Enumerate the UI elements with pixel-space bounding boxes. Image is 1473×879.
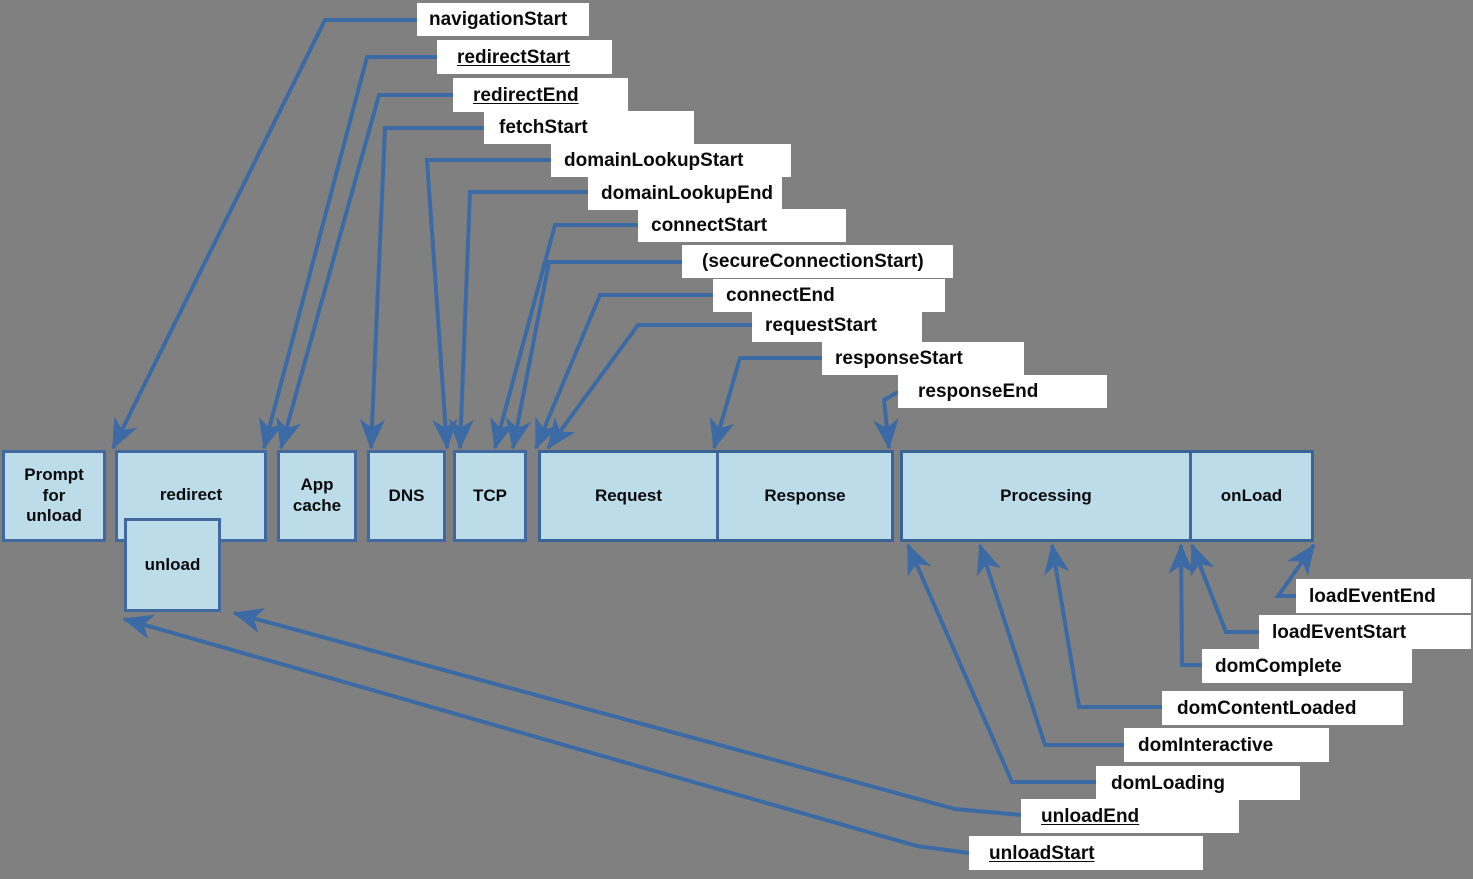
phase-group-processing-onload: Processing onLoad	[900, 450, 1314, 542]
label-unloadStart-text: unloadStart	[989, 842, 1095, 864]
label-responseStart-text: responseStart	[835, 348, 963, 369]
label-connectStart[interactable]: connectStart	[638, 209, 846, 242]
label-responseEnd[interactable]: responseEnd	[898, 375, 1107, 408]
phase-redirect-label: redirect	[159, 485, 223, 504]
connector-connectStart	[490, 223, 638, 450]
label-domInteractive[interactable]: domInteractive	[1124, 728, 1329, 762]
phase-tcp-label: TCP	[473, 485, 507, 505]
connector-fetchStart	[359, 126, 484, 450]
label-navigationStart-text: navigationStart	[429, 9, 568, 30]
connector-group-top	[111, 18, 899, 450]
phase-app-cache-line1: App	[300, 475, 334, 495]
label-unloadEnd[interactable]: unloadEnd	[1021, 799, 1239, 833]
label-domainLookupStart-text: domainLookupStart	[564, 150, 744, 171]
connector-requestStart	[546, 323, 752, 450]
connector-unloadStart	[122, 614, 970, 855]
connector-domInteractive	[976, 543, 1124, 747]
label-fetchStart[interactable]: fetchStart	[484, 111, 694, 144]
label-connectEnd[interactable]: connectEnd	[713, 279, 945, 312]
connector-loadEventStart	[1190, 543, 1259, 634]
connector-responseStart	[709, 356, 822, 450]
label-fetchStart-text: fetchStart	[499, 117, 588, 138]
connector-connectEnd	[534, 293, 713, 450]
label-secureConnectionStart-text: (secureConnectionStart)	[702, 251, 924, 272]
phase-group-request-response: Request Response	[538, 450, 894, 542]
phase-response-label: Response	[764, 485, 846, 505]
label-responseEnd-text: responseEnd	[918, 381, 1039, 402]
label-domainLookupEnd-text: domainLookupEnd	[601, 183, 774, 204]
label-secureConnectionStart[interactable]: (secureConnectionStart)	[682, 245, 953, 278]
label-connectEnd-text: connectEnd	[726, 285, 835, 306]
phase-request-label: Request	[594, 485, 663, 505]
connector-responseEnd	[873, 390, 899, 450]
phase-prompt-for-unload-line1: Prompt	[24, 464, 84, 484]
label-domainLookupStart[interactable]: domainLookupStart	[551, 144, 791, 177]
label-domLoading-text: domLoading	[1111, 772, 1225, 794]
label-loadEventEnd[interactable]: loadEventEnd	[1296, 579, 1471, 613]
label-domComplete-text: domComplete	[1215, 655, 1342, 677]
connector-domainLookupStart	[424, 158, 551, 450]
label-redirectStart[interactable]: redirectStart	[437, 40, 612, 74]
phase-tcp[interactable]: TCP	[453, 450, 527, 542]
phase-response[interactable]: Response	[719, 453, 891, 539]
phase-prompt-for-unload-line2: for	[42, 485, 66, 505]
connector-secureConnectionStart	[505, 260, 682, 450]
label-domComplete[interactable]: domComplete	[1202, 649, 1412, 683]
phase-unload[interactable]: unload	[124, 518, 221, 612]
phase-processing[interactable]: Processing	[903, 453, 1189, 539]
label-loadEventEnd-text: loadEventEnd	[1309, 585, 1436, 607]
phase-unload-label: unload	[144, 555, 201, 574]
label-redirectEnd-text: redirectEnd	[473, 84, 579, 106]
label-loadEventStart[interactable]: loadEventStart	[1259, 615, 1471, 649]
label-unloadStart[interactable]: unloadStart	[969, 836, 1203, 870]
connector-redirectEnd	[276, 93, 453, 450]
divider-request-response	[716, 453, 719, 539]
label-domLoading[interactable]: domLoading	[1096, 766, 1300, 800]
phase-app-cache[interactable]: App cache	[277, 450, 357, 542]
phase-onload[interactable]: onLoad	[1192, 453, 1311, 539]
label-domContentLoaded[interactable]: domContentLoaded	[1162, 691, 1403, 725]
label-responseStart[interactable]: responseStart	[822, 342, 1024, 375]
divider-processing-onload	[1189, 453, 1192, 539]
connector-domLoading	[906, 543, 1096, 784]
phase-prompt-for-unload-line3: unload	[26, 506, 82, 526]
connector-group-bottom	[122, 543, 1316, 855]
phase-dns-label: DNS	[388, 485, 425, 505]
connector-domComplete	[1168, 543, 1202, 667]
connector-domContentLoaded	[1044, 543, 1162, 709]
connector-loadEventEnd	[1274, 543, 1316, 598]
phase-app-cache-line2: cache	[292, 496, 342, 515]
connector-unloadEnd	[232, 608, 1022, 817]
label-redirectEnd[interactable]: redirectEnd	[453, 78, 628, 112]
label-connectStart-text: connectStart	[651, 215, 768, 236]
label-unloadEnd-text: unloadEnd	[1041, 805, 1140, 827]
connector-navigationStart	[111, 18, 417, 450]
label-loadEventStart-text: loadEventStart	[1272, 621, 1407, 643]
label-navigationStart[interactable]: navigationStart	[417, 3, 589, 36]
label-domainLookupEnd[interactable]: domainLookupEnd	[588, 177, 782, 210]
phase-dns[interactable]: DNS	[367, 450, 446, 542]
phase-processing-label: Processing	[1000, 485, 1092, 505]
label-domContentLoaded-text: domContentLoaded	[1177, 697, 1357, 719]
label-redirectStart-text: redirectStart	[457, 46, 570, 68]
phase-prompt-for-unload[interactable]: Prompt for unload	[2, 450, 106, 542]
phase-request[interactable]: Request	[541, 453, 716, 539]
connector-redirectStart	[258, 55, 437, 450]
phase-onload-label: onLoad	[1220, 485, 1283, 505]
connector-domainLookupEnd	[448, 190, 588, 450]
label-requestStart[interactable]: requestStart	[752, 309, 922, 342]
label-requestStart-text: requestStart	[765, 315, 877, 336]
label-domInteractive-text: domInteractive	[1138, 734, 1274, 756]
